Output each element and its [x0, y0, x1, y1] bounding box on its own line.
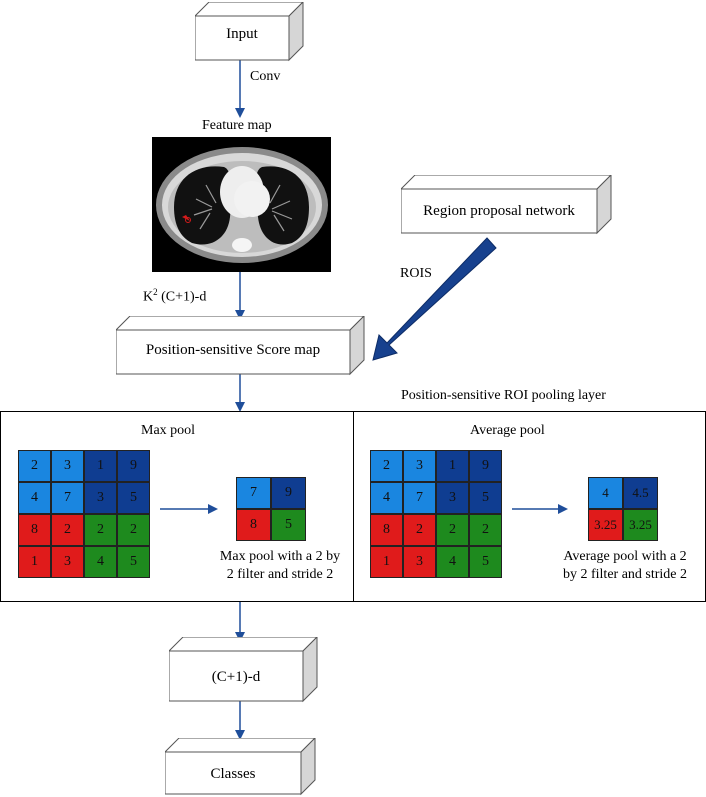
avg-pool-result-cell: 3.25 — [588, 509, 623, 541]
conv-label: Conv — [250, 69, 281, 84]
rois-label: ROIS — [400, 266, 432, 281]
max-pool-input-cell: 7 — [51, 482, 84, 514]
max-pool-result-cell: 8 — [236, 509, 271, 541]
max-pool-input-cell: 2 — [18, 450, 51, 482]
k2-label: K2 (C+1)-d — [143, 287, 206, 306]
max-pool-caption-line1: Max pool with a 2 by — [219, 549, 341, 564]
pooling-layer-label: Position-sensitive ROI pooling layer — [401, 388, 606, 403]
max-pool-result-cell: 7 — [236, 477, 271, 509]
max-pool-result-cell: 9 — [271, 477, 306, 509]
avg-pool-input-cell: 4 — [370, 482, 403, 514]
avg-pool-result-cell: 4 — [588, 477, 623, 509]
max-pool-input-cell: 3 — [84, 482, 117, 514]
avg-pool-title: Average pool — [470, 423, 545, 438]
avg-pool-input-cell: 1 — [436, 450, 469, 482]
avg-pool-input-cell: 2 — [370, 450, 403, 482]
avg-pool-caption: Average pool with a 2 by 2 filter and st… — [550, 548, 700, 584]
classes-label: Classes — [210, 766, 256, 782]
max-pool-caption: Max pool with a 2 by 2 filter and stride… — [190, 548, 370, 584]
k2-suffix: (C+1)-d — [157, 289, 207, 305]
max-pool-input-cell: 2 — [117, 514, 150, 546]
max-pool-input-cell: 4 — [18, 482, 51, 514]
input-label: Input — [226, 26, 258, 42]
avg-pool-input-cell: 1 — [370, 546, 403, 578]
max-pool-input-cell: 5 — [117, 546, 150, 578]
avg-pool-input-cell: 8 — [370, 514, 403, 546]
max-pool-result-cell: 5 — [271, 509, 306, 541]
classes-box — [165, 738, 316, 796]
avg-pool-input-cell: 2 — [469, 514, 502, 546]
avg-pool-input-cell: 3 — [403, 546, 436, 578]
avg-pool-result-cell: 4.5 — [623, 477, 658, 509]
avg-pool-input-cell: 2 — [403, 514, 436, 546]
max-pool-input-cell: 5 — [117, 482, 150, 514]
avg-pool-result-cell: 3.25 — [623, 509, 658, 541]
max-pool-title: Max pool — [141, 423, 196, 438]
max-pool-input-cell: 9 — [117, 450, 150, 482]
feature-map-label: Feature map — [202, 118, 272, 133]
ct-scan-image — [152, 137, 331, 272]
avg-pool-input-cell: 3 — [436, 482, 469, 514]
max-pool-input-cell: 1 — [18, 546, 51, 578]
avg-pool-input-cell: 5 — [469, 482, 502, 514]
max-pool-caption-line2: 2 filter and stride 2 — [226, 567, 334, 582]
pooling-panel-divider — [353, 411, 354, 602]
avg-pool-input-cell: 5 — [469, 546, 502, 578]
avg-pool-caption-line1: Average pool with a 2 — [563, 549, 687, 564]
score-map-box — [116, 316, 365, 376]
max-pool-input-cell: 4 — [84, 546, 117, 578]
max-pool-input-cell: 3 — [51, 450, 84, 482]
input-box — [195, 2, 304, 62]
max-pool-input-cell: 3 — [51, 546, 84, 578]
max-pool-input-cell: 8 — [18, 514, 51, 546]
max-pool-input-cell: 2 — [84, 514, 117, 546]
avg-pool-input-cell: 3 — [403, 450, 436, 482]
rois-arrow — [372, 237, 497, 361]
avg-pool-input-cell: 9 — [469, 450, 502, 482]
score-map-label: Position-sensitive Score map — [145, 342, 321, 358]
output-vector-box — [169, 637, 318, 703]
rpn-label: Region proposal network — [423, 203, 575, 219]
k2-base: K — [143, 289, 154, 305]
avg-pool-input-cell: 4 — [436, 546, 469, 578]
avg-pool-input-cell: 2 — [436, 514, 469, 546]
avg-pool-input-cell: 7 — [403, 482, 436, 514]
max-pool-input-cell: 2 — [51, 514, 84, 546]
rpn-box — [401, 175, 612, 235]
output-vector-label: (C+1)-d — [211, 669, 261, 685]
avg-pool-caption-line2: by 2 filter and stride 2 — [562, 567, 688, 582]
k2-superscript: 2 — [153, 287, 158, 297]
max-pool-input-cell: 1 — [84, 450, 117, 482]
